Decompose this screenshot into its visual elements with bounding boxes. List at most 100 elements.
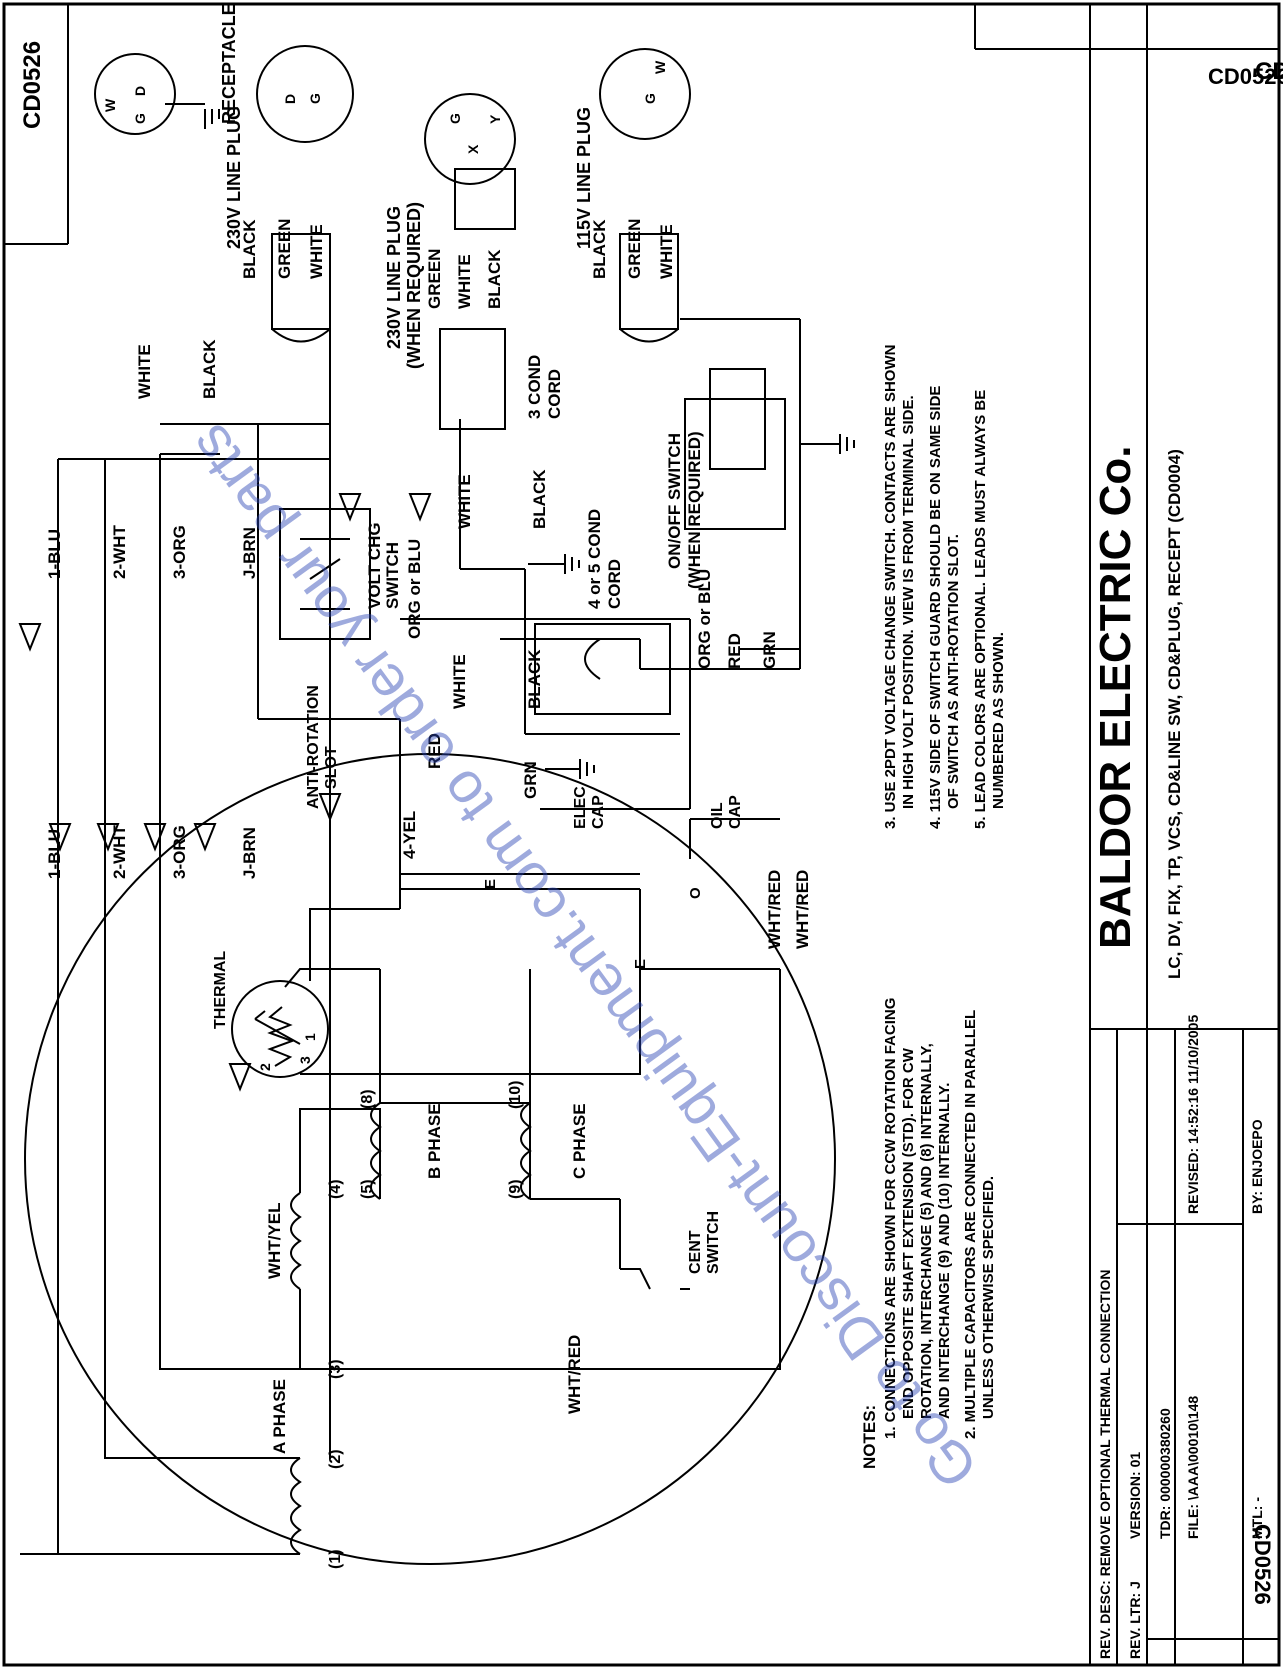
wire-label-wht-yel: WHT/YEL: [265, 1203, 284, 1280]
thermal-pin-3: 3: [297, 1056, 313, 1064]
volt-chg-switch-label-2: SWITCH: [383, 542, 402, 609]
terminal-1: (1): [327, 1549, 344, 1569]
on-off-switch-label-2: (WHEN REQUIRED): [685, 431, 704, 589]
plug230-opt-wire-green: GREEN: [425, 249, 444, 309]
drawing-id-corner-right: CD0526: [1255, 58, 1283, 85]
plug230-wire-green: GREEN: [275, 219, 294, 279]
wire-label-wht-red-3: WHT/RED: [565, 1335, 584, 1414]
note-3-line-2: IN HIGH VOLT POSITION. VIEW IS FROM TERM…: [900, 395, 917, 809]
wire-label-grn-left: GRN: [521, 761, 540, 799]
note-4-line-2: OF SWITCH AS ANTI-ROTATION SLOT.: [945, 534, 962, 809]
cap-pin-e2: E: [632, 959, 649, 969]
wire-label-1-blu-right: 1-BLU: [45, 529, 64, 579]
thermal-pin-1: 1: [302, 1033, 318, 1041]
terminal-9: (9): [507, 1179, 524, 1199]
plug115-wire-black: BLACK: [590, 219, 609, 279]
wire-label-org-or-blu-right: ORG or BLU: [695, 569, 714, 669]
plug230-opt-wire-black: BLACK: [485, 249, 504, 309]
note-2-line-1: 2. MULTIPLE CAPACITORS ARE CONNECTED IN …: [962, 1010, 979, 1439]
plug230-opt-label-2: (WHEN REQUIRED): [404, 202, 424, 369]
anti-rotation-label-1: ANTI-ROTATION: [305, 685, 322, 809]
plug230-pin-g: G: [307, 93, 323, 104]
cent-switch-label-1: CENT: [687, 1230, 704, 1274]
three-cond-label-2: CORD: [545, 369, 564, 419]
plug230-opt-pin-y: Y: [487, 114, 503, 124]
plug230-opt-pin-g: G: [447, 113, 463, 124]
notes-block: 1. CONNECTIONS ARE SHOWN FOR CCW ROTATIO…: [882, 345, 1007, 1439]
wire-label-3-org-right: 3-ORG: [170, 525, 189, 579]
wire-label-j-brn-left: J-BRN: [240, 827, 259, 879]
terminal-3: (3): [327, 1359, 344, 1379]
wire-label-3-org-left: 3-ORG: [170, 825, 189, 879]
note-1-line-3: ROTATION, INTERCHANGE (5) AND (8) INTERN…: [918, 1043, 935, 1419]
elec-cap-label-1: ELEC: [572, 786, 589, 829]
plug230-opt-wire-white: WHITE: [455, 254, 474, 309]
plug230-opt-pin-x: X: [465, 144, 481, 154]
version: VERSION: 01: [1127, 1452, 1143, 1539]
volt-chg-switch-label-1: VOLT CHG: [365, 522, 384, 609]
receptacle-pin-g: G: [132, 113, 148, 124]
note-5-line-2: NUMBERED AS SHOWN.: [990, 632, 1007, 809]
three-cond-label-1: 3 COND: [525, 355, 544, 419]
plug115-pin-g: G: [642, 93, 658, 104]
file-path: FILE: \AAA\00010\148: [1185, 1396, 1201, 1539]
plug230-wire-black: BLACK: [240, 219, 259, 279]
plug115-pin-w: W: [652, 60, 668, 74]
note-1-line-2: END OPPOSITE SHAFT EXTENSION (STD). FOR …: [900, 1047, 917, 1419]
oil-cap-label-2: CAP: [727, 795, 744, 829]
drawing-id-top: CD0526: [1208, 64, 1283, 89]
wire-label-j-brn-right: J-BRN: [240, 527, 259, 579]
note-5-line-1: 5. LEAD COLORS ARE OPTIONAL. LEADS MUST …: [972, 390, 989, 829]
plug230-opt-label-1: 230V LINE PLUG: [384, 206, 404, 349]
cap-pin-e1: E: [482, 879, 499, 889]
wire-label-red: RED: [725, 633, 744, 669]
wire-label-org-or-blu-left: ORG or BLU: [405, 539, 424, 639]
cap-pin-o: O: [687, 887, 704, 899]
note-3-line-1: 3. USE 2PDT VOLTAGE CHANGE SWITCH. CONTA…: [882, 345, 899, 829]
plug230-wire-white: WHITE: [307, 224, 326, 279]
receptacle-pin-d: D: [132, 86, 148, 96]
drawing-id-bottom: CD0526: [1250, 1524, 1275, 1605]
thermal-label: THERMAL: [212, 951, 229, 1029]
wire-label-black-cord: BLACK: [530, 469, 549, 529]
wire-label-wht-red-2: WHT/RED: [793, 870, 812, 949]
mtl: MTL: -: [1249, 1497, 1265, 1539]
wire-label-4-yel: 4-YEL: [400, 811, 419, 859]
plug230-label: 230V LINE PLUG: [224, 106, 244, 249]
four-five-cond-label-2: CORD: [605, 559, 624, 609]
wire-label-2-wht-left: 2-WHT: [110, 825, 129, 879]
plug115-wire-green: GREEN: [625, 219, 644, 279]
oil-cap-label-1: OIL: [709, 802, 726, 829]
a-phase-label: A PHASE: [270, 1379, 289, 1454]
terminal-10: (10): [507, 1081, 524, 1109]
rev-desc: REV. DESC: REMOVE OPTIONAL THERMAL CONNE…: [1097, 1270, 1113, 1659]
rev-ltr: REV. LTR: J: [1127, 1581, 1143, 1659]
cent-switch-label-2: SWITCH: [705, 1211, 722, 1274]
by: BY: ENJOEPO: [1249, 1119, 1265, 1214]
note-1-line-4: AND INTERCHANGE (9) AND (10) INTERNALLY.: [936, 1083, 953, 1419]
wire-label-white-lower: WHITE: [450, 654, 469, 709]
anti-rotation-label-2: SLOT: [323, 746, 340, 789]
wire-label-black-top: BLACK: [200, 339, 219, 399]
terminal-2: (2): [327, 1449, 344, 1469]
on-off-switch-label-1: ON/OFF SWITCH: [665, 433, 684, 569]
thermal-pin-2: 2: [257, 1063, 273, 1071]
wire-label-black-lower: BLACK: [525, 649, 544, 709]
note-1-line-1: 1. CONNECTIONS ARE SHOWN FOR CCW ROTATIO…: [882, 998, 899, 1439]
elec-cap-label-2: CAP: [590, 795, 607, 829]
four-five-cond-label-1: 4 or 5 COND: [585, 509, 604, 609]
note-2-line-2: UNLESS OTHERWISE SPECIFIED.: [980, 1176, 997, 1419]
wire-label-red-left: RED: [425, 733, 444, 769]
drawing-id-corner-top: CD0526: [19, 41, 46, 129]
notes-heading: NOTES:: [860, 1405, 879, 1469]
terminal-4: (4): [327, 1179, 344, 1199]
plug115-label: 115V LINE PLUG: [574, 107, 594, 249]
tdr: TDR: 000000380260: [1157, 1408, 1173, 1539]
revised-date: REVISED: 14:52:16 11/10/2005: [1185, 1015, 1201, 1214]
wire-label-white-top: WHITE: [135, 344, 154, 399]
receptacle-pin-w: W: [102, 98, 118, 112]
wire-label-1-blu-left: 1-BLU: [45, 829, 64, 879]
wire-label-grn: GRN: [760, 631, 779, 669]
plug115-wire-white: WHITE: [657, 224, 676, 279]
